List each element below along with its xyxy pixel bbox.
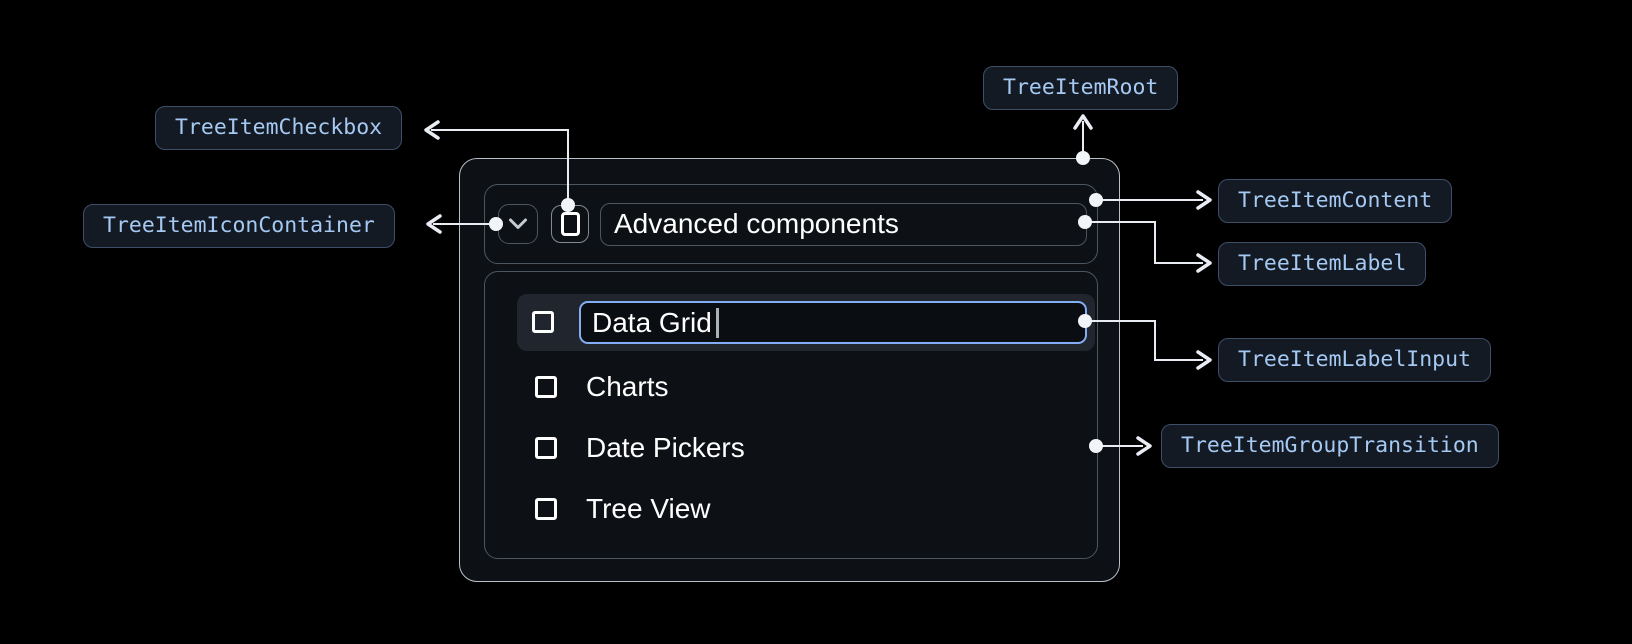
tree-item-root: Advanced components Data Grid Charts Dat… (459, 158, 1120, 582)
annotation-tree-item-label-input: TreeItemLabelInput (1218, 338, 1491, 382)
tree-item-row[interactable]: Charts (535, 371, 669, 402)
tree-item-row[interactable]: Tree View (535, 493, 711, 524)
tree-item-row[interactable]: Date Pickers (535, 432, 745, 463)
chevron-down-icon (509, 218, 527, 229)
tree-item-label[interactable]: Advanced components (600, 203, 1087, 246)
tree-item-row-label: Date Pickers (586, 432, 745, 463)
arrowhead-left-icon (424, 120, 440, 140)
checkbox-unchecked-icon (560, 212, 580, 236)
annotation-tree-item-content: TreeItemContent (1218, 179, 1453, 223)
tree-item-row-label: Tree View (586, 493, 711, 524)
tree-item-content[interactable]: Advanced components (484, 184, 1098, 264)
arrowhead-up-icon (1073, 114, 1093, 130)
annotation-tree-item-label: TreeItemLabel (1218, 242, 1427, 286)
arrowhead-right-icon (1196, 350, 1212, 370)
checkbox-unchecked-icon[interactable] (532, 311, 554, 333)
arrowhead-right-icon (1196, 253, 1212, 273)
tree-item-row-label: Charts (586, 371, 669, 402)
annotation-tree-item-icon-container: TreeItemIconContainer (83, 204, 395, 248)
tree-item-label-input[interactable]: Data Grid (579, 301, 1087, 344)
arrowhead-right-icon (1196, 190, 1212, 210)
checkbox-unchecked-icon[interactable] (535, 376, 557, 398)
arrowhead-left-icon (426, 214, 442, 234)
annotation-tree-item-group-transition: TreeItemGroupTransition (1161, 424, 1499, 468)
checkbox-unchecked-icon[interactable] (535, 437, 557, 459)
tree-item-group-transition: Data Grid Charts Date Pickers Tree View (484, 271, 1098, 559)
text-cursor-icon (715, 308, 719, 338)
arrowhead-right-icon (1136, 436, 1152, 456)
label-input-value: Data Grid (592, 307, 712, 338)
annotation-tree-item-checkbox: TreeItemCheckbox (155, 106, 403, 150)
annotation-tree-item-root: TreeItemRoot (983, 66, 1179, 110)
tree-item-row-editing[interactable]: Data Grid (517, 294, 1095, 351)
checkbox-unchecked-icon[interactable] (535, 498, 557, 520)
tree-item-checkbox[interactable] (551, 205, 589, 243)
tree-item-icon-container[interactable] (498, 204, 538, 244)
